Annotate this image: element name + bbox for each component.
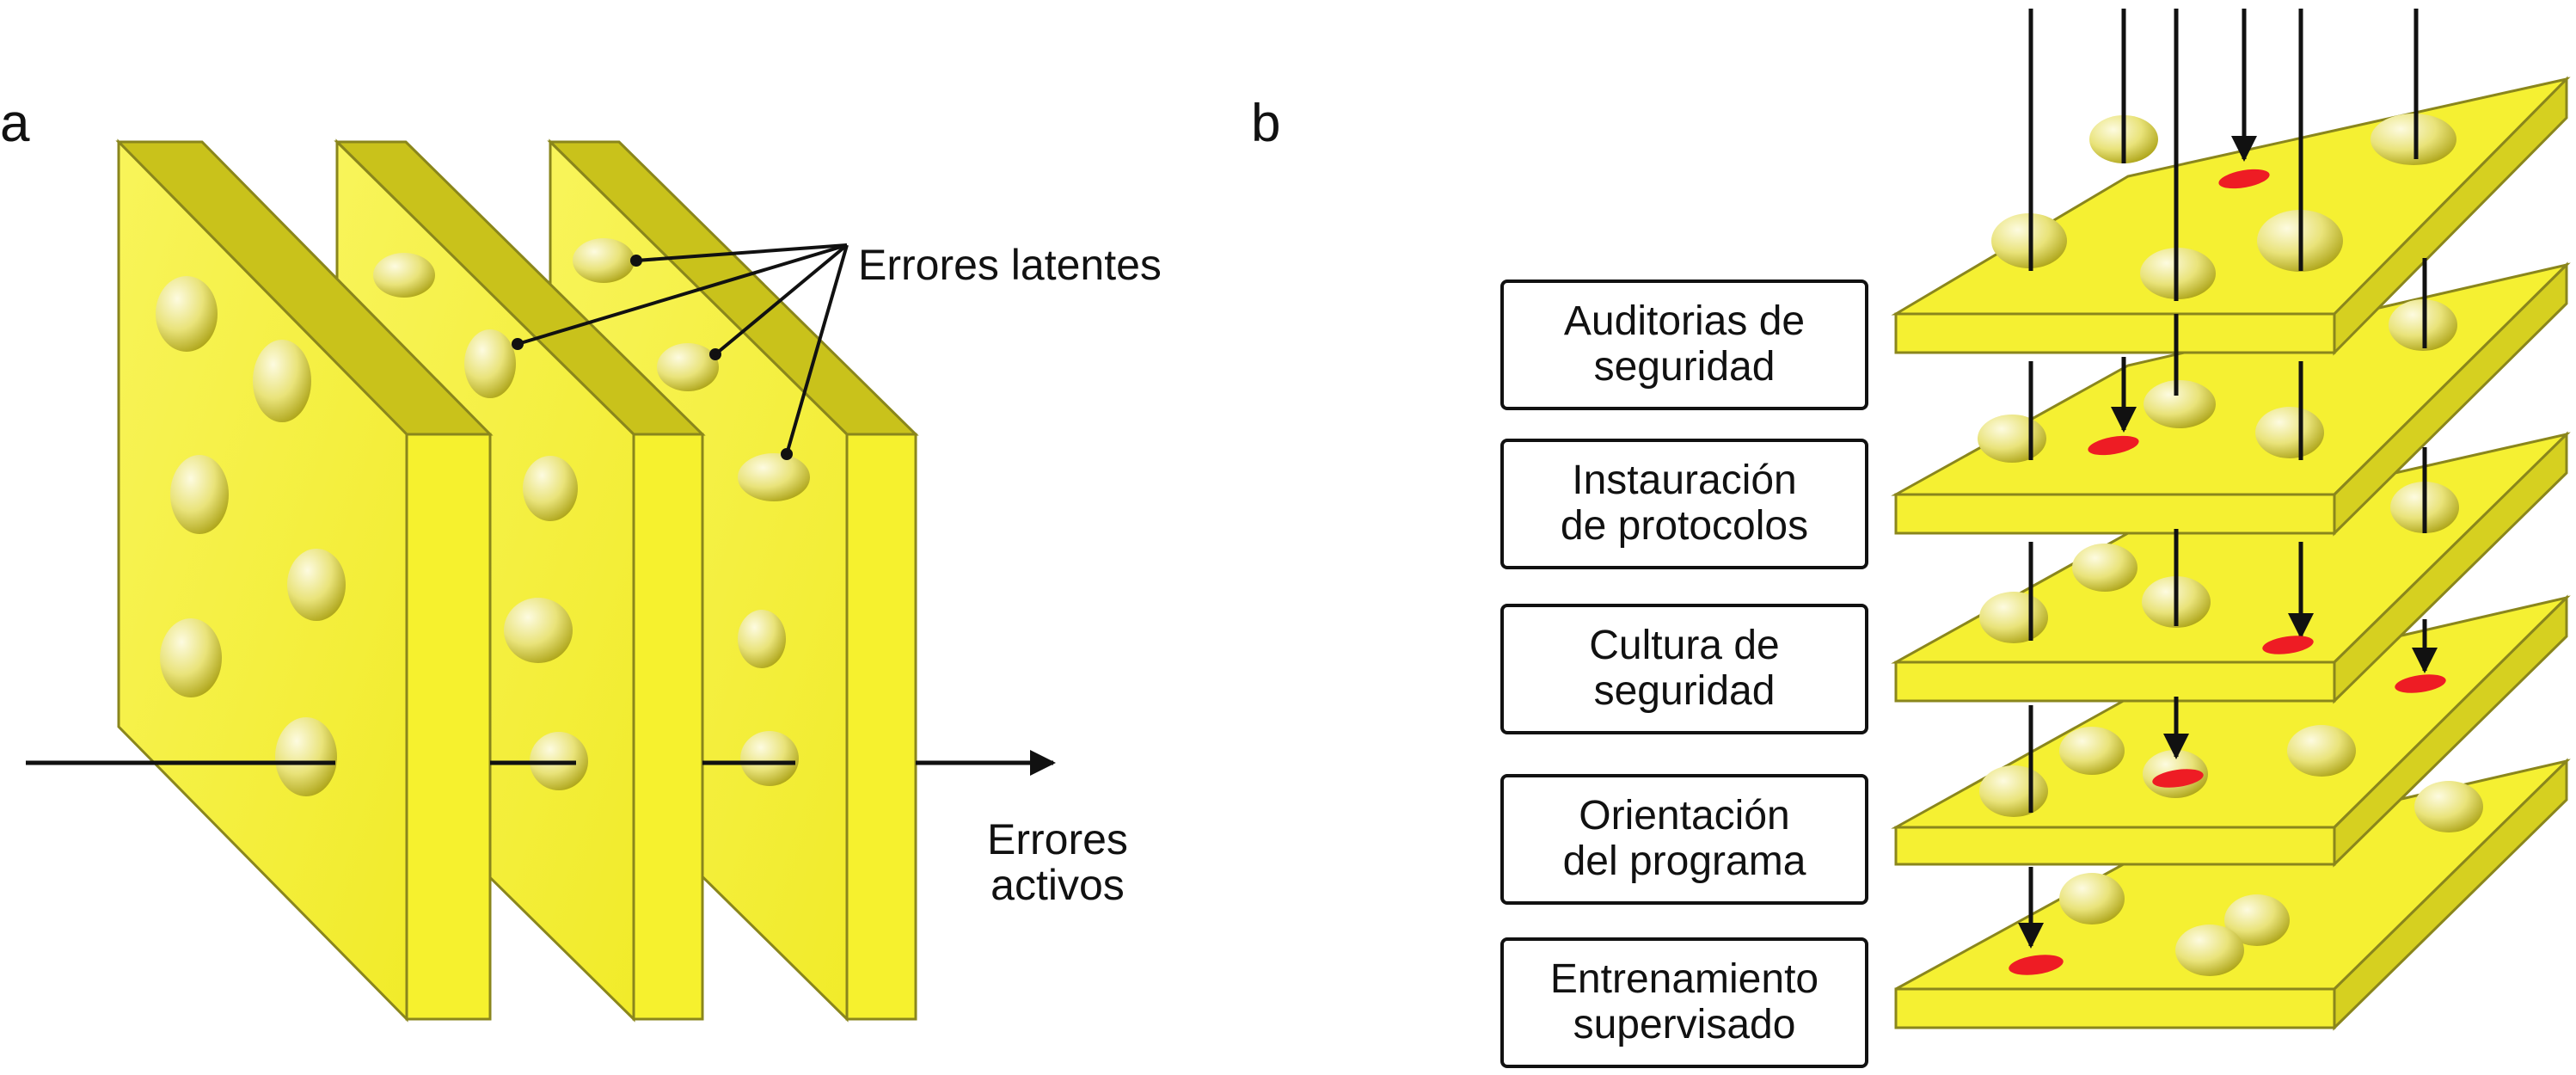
layer-4-front: [1894, 826, 2336, 866]
layer-4-side: [2333, 594, 2568, 868]
layer-label-1-line1: Auditorias de: [1563, 298, 1806, 345]
layer-5-side: [2333, 758, 2568, 1031]
layer-label-4-line2: del programa: [1562, 838, 1806, 884]
error-marks: [2009, 169, 2446, 975]
layer-5-front: [1894, 987, 2336, 1029]
hole: [156, 276, 218, 352]
active-errors-label: Errores activos: [987, 817, 1128, 907]
layer-label-5-line2: supervisado: [1573, 1002, 1796, 1047]
hole: [740, 731, 799, 786]
slice-3-side: [845, 433, 917, 1021]
cheese-layer-5: [1894, 758, 2571, 1031]
hole: [275, 717, 337, 796]
layer-label-5-line1: Entrenamiento: [1549, 956, 1819, 1003]
layer-1-side: [2333, 76, 2568, 356]
layer-label-2-line2: de protocolos: [1560, 503, 1809, 549]
hole: [170, 455, 229, 534]
layer-3-front: [1894, 660, 2336, 703]
latent-error-pointers: [512, 243, 849, 460]
layer-label-4-line1: Orientación: [1579, 793, 1790, 839]
hole: [253, 340, 311, 422]
hole: [573, 238, 635, 283]
layer-2-side: [2333, 261, 2568, 537]
latent-errors-label: Errores latentes: [858, 241, 1162, 289]
hole: [657, 343, 719, 391]
layer-label-2-line1: Instauración: [1572, 458, 1797, 504]
layer-label-3-line1: Cultura de: [1589, 623, 1780, 669]
slice-1-side: [405, 433, 492, 1021]
hazard-trajectories: [2018, 9, 2438, 949]
error-mark: [2088, 435, 2139, 456]
panel-a: [26, 138, 1056, 1023]
hole: [160, 618, 222, 697]
panel-b-letter: b: [1251, 94, 1281, 153]
error-mark: [2009, 955, 2064, 975]
error-mark: [2218, 169, 2270, 189]
error-mark: [2152, 769, 2204, 788]
error-mark: [2395, 674, 2446, 693]
layer-2-front: [1894, 493, 2336, 535]
error-mark: [2262, 636, 2314, 654]
layer-3-side: [2333, 431, 2568, 704]
cheese-slice-1: [115, 138, 494, 1023]
hole: [373, 253, 435, 298]
layer-holes: [1978, 114, 2483, 976]
hole: [287, 549, 346, 621]
active-errors-line2: activos: [991, 860, 1125, 909]
cheese-layer-4: [1891, 594, 2571, 868]
hole: [523, 456, 578, 521]
hole: [738, 453, 810, 501]
panel-b: [1891, 9, 2571, 1031]
slice-2-side: [632, 433, 704, 1021]
layer-1-front: [1894, 312, 2336, 354]
panel-a-letter: a: [0, 94, 30, 153]
layer-label-1-line2: seguridad: [1593, 344, 1776, 390]
hole: [504, 598, 573, 663]
hole: [738, 610, 786, 668]
hole: [464, 329, 516, 398]
layer-label-3-line2: seguridad: [1593, 668, 1776, 714]
active-errors-line1: Errores: [987, 815, 1128, 863]
